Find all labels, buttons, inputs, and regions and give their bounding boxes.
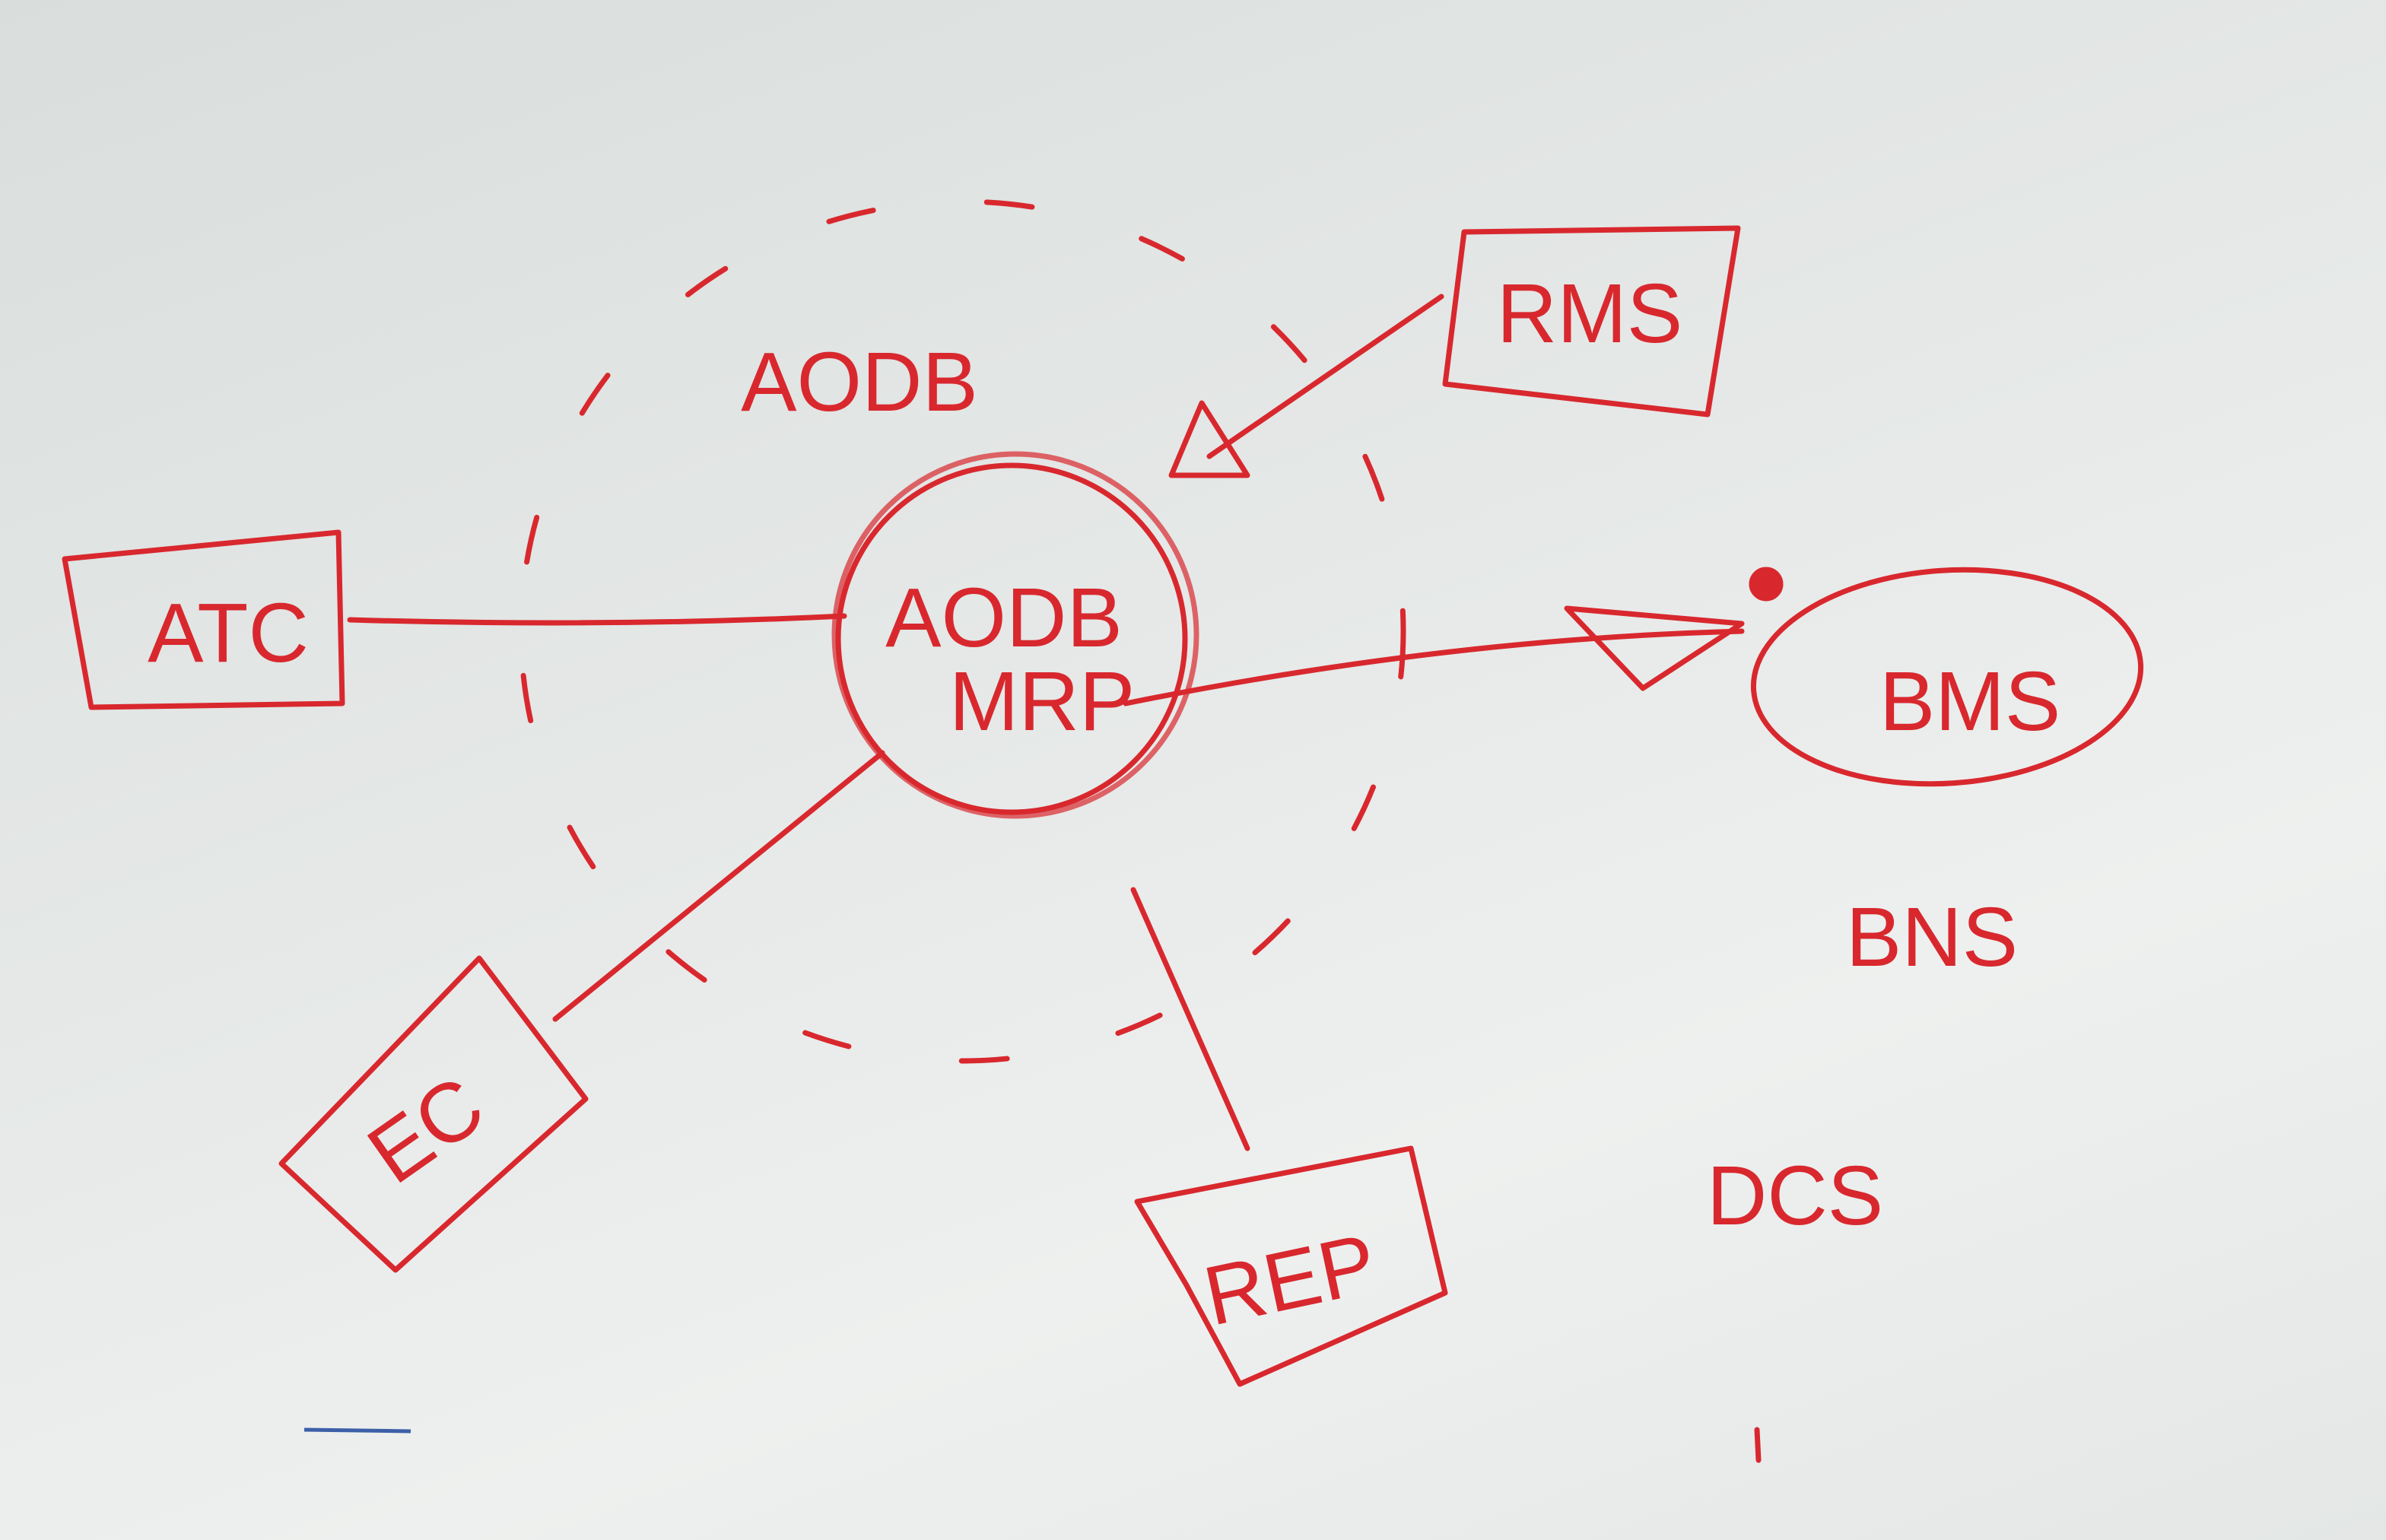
bms-ellipse [1750,567,2144,787]
bns-label: BNS [1846,891,2018,984]
blue-smudge [303,1427,411,1434]
rms-label: RMS [1497,267,1682,360]
core-to-rep-line [1130,887,1250,1151]
core-to-bms-arrow [1123,628,1745,706]
bms-label: BMS [1879,655,2060,748]
aodb-boundary [518,198,1406,1064]
rep-box [1134,1145,1448,1387]
core-circle [835,462,1188,815]
rms-to-core-arrow [1206,294,1444,459]
core-circle-outer [831,451,1199,819]
atc-to-core-line [347,613,847,626]
core-label-line1: AODB [885,571,1123,665]
aodb-group-label: AODB [741,335,978,429]
atc-box [62,529,345,710]
stray-mark [1754,1427,1762,1463]
dcs-label: DCS [1707,1149,1883,1243]
arrowhead-icon [1168,400,1250,478]
rms-box [1442,225,1741,418]
rep-label: REP [1196,1216,1384,1343]
arrowhead-icon [1564,605,1745,691]
ec-box [278,955,589,1273]
core-label-line2: MRP [949,655,1135,748]
ec-label: EC [351,1058,500,1201]
atc-label: ATC [148,586,309,680]
connection-dot [1749,567,1784,602]
core-to-ec-line [552,750,885,1022]
